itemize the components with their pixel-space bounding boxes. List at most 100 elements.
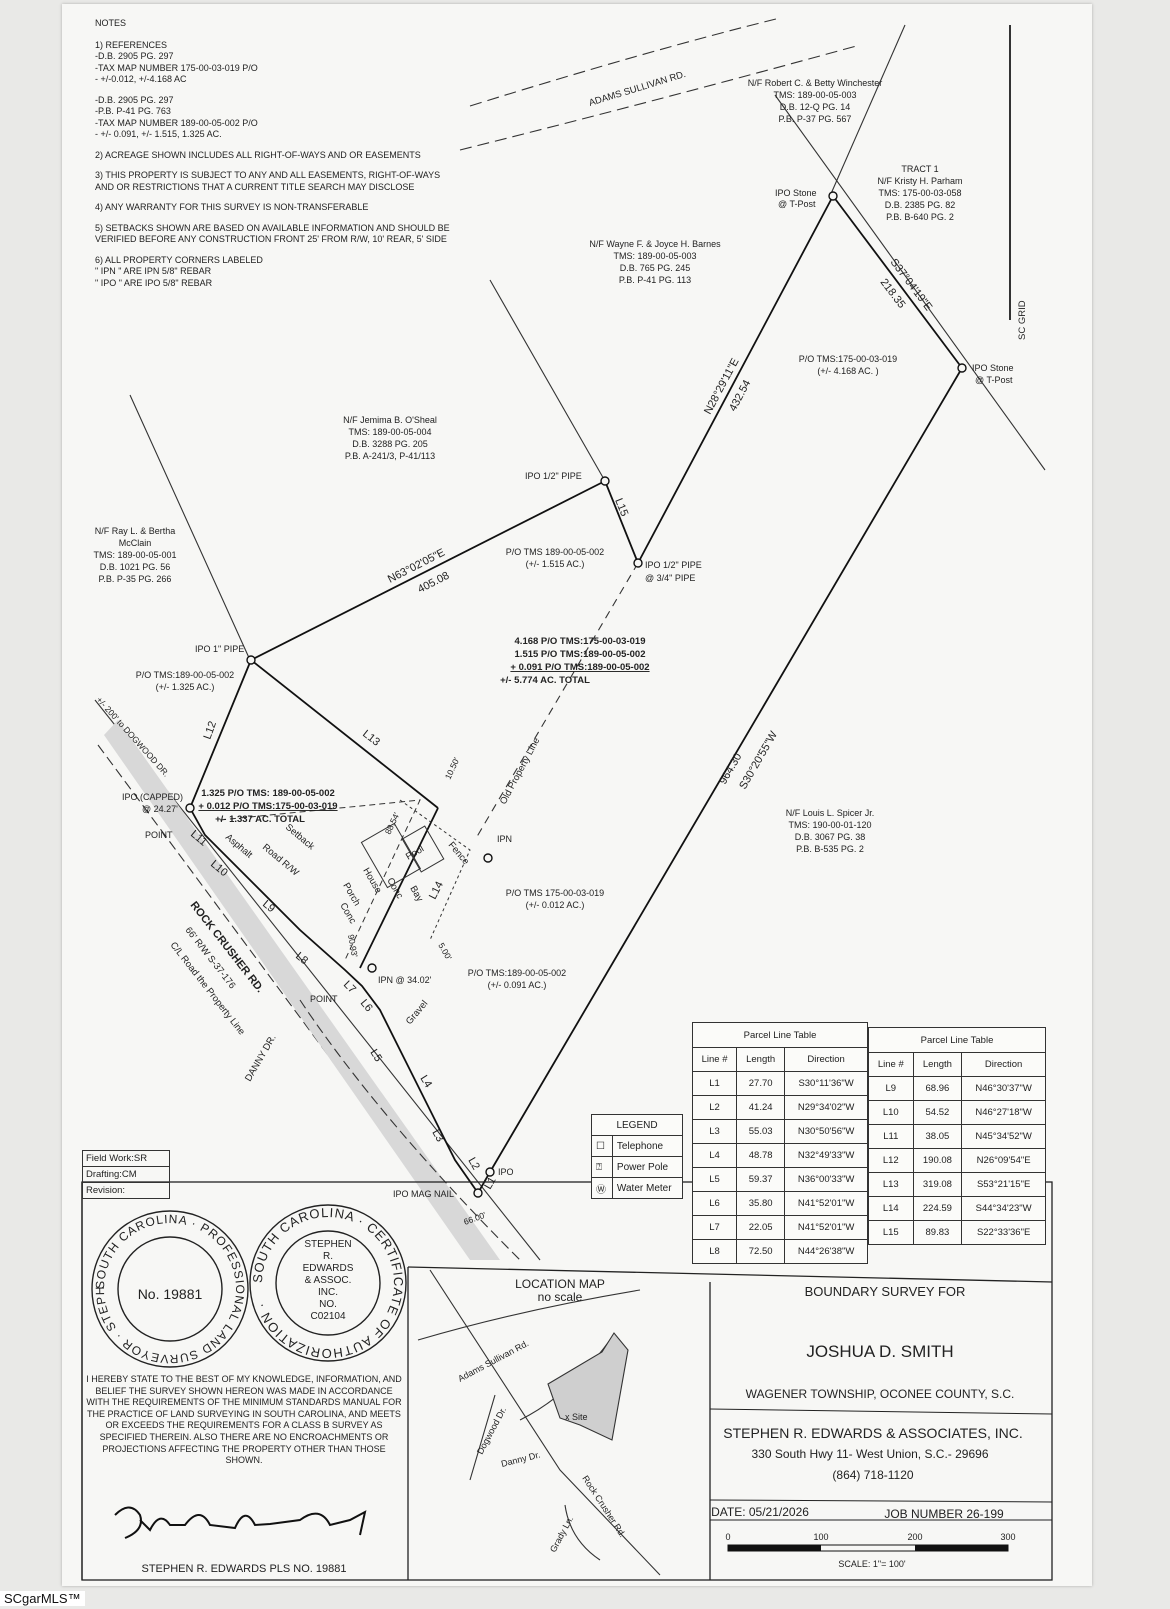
pool (401, 825, 445, 873)
table-cell: S22°33'36"E (961, 1220, 1046, 1245)
line-label-l13: L13 (360, 728, 382, 749)
table-cell: N30°50'56"W (784, 1119, 868, 1144)
table-cell: 55.03 (736, 1119, 786, 1144)
scale-tick-0: 0 (725, 1532, 730, 1542)
table-cell: L13 (868, 1172, 914, 1197)
loc-map-subtitle: no scale (538, 1290, 583, 1304)
table-cell: S44°34'23"W (961, 1196, 1046, 1221)
total-small-1: 1.325 P/O TMS: 189-00-05-002 (201, 788, 335, 799)
old-line-label: Old Property Line (498, 736, 542, 806)
parcel-line-table-left: Parcel Line Table Line # Length Directio… (691, 1022, 868, 1264)
table-cell: N29°34'02"W (784, 1095, 868, 1120)
corner-ipo-half-2 (633, 558, 643, 568)
corner-ipn (483, 853, 493, 863)
note-2: 2) ACREAGE SHOWN INCLUDES ALL RIGHT-OF-W… (95, 149, 421, 160)
boundary-l14 (359, 807, 439, 969)
table-cell: N45°34'52"W (961, 1124, 1046, 1149)
neighbor-spicer-3: D.B. 3067 PG. 38 (795, 832, 866, 842)
neighbor-mcclain-2: McClain (119, 538, 152, 548)
loc-map-danny: Danny Dr. (500, 1450, 541, 1469)
seal-2-line-2: R. (323, 1251, 333, 1262)
corner-ipo-stone-2 (957, 363, 967, 373)
total-small-3: +/- 1.337 AC. TOTAL (215, 814, 305, 825)
parcel-4168-2: (+/- 4.168 AC. ) (817, 366, 878, 376)
line-label-l14: L14 (427, 880, 446, 902)
road-label-road-rw: Road R/W (260, 842, 301, 879)
point-label-capped-b: @ 24.27' (142, 804, 178, 814)
neighbor-mcclain-3: TMS: 189-00-05-001 (93, 550, 176, 560)
neighbor-winchester-3: D.B. 12-Q PG. 14 (780, 102, 851, 112)
table-cell: 54.52 (912, 1100, 963, 1125)
corner-ipo-half-1 (600, 476, 610, 486)
point-label-point-1: POINT (145, 830, 173, 840)
corner-ipn-34 (367, 963, 377, 973)
neighbor-winchester-1: N/F Robert C. & Betty Winchester (748, 78, 883, 88)
line-label-l4: L4 (417, 1073, 434, 1090)
boundary-l13 (250, 659, 439, 809)
title-phone: (864) 718-1120 (832, 1468, 913, 1482)
neighbor-parham-5: P.B. B-640 PG. 2 (886, 212, 954, 222)
neighbor-barnes-3: D.B. 765 PG. 245 (620, 263, 691, 273)
adams-road-edge-2 (459, 44, 861, 151)
seal-2-line-5: INC. (318, 1287, 338, 1298)
bearing-n28-dist: 432.54 (727, 378, 753, 413)
point-label-stone-2: IPO Stone (972, 363, 1014, 373)
neighbor-line-osheal (129, 394, 251, 661)
neighbor-barnes-4: P.B. P-41 PG. 113 (619, 275, 691, 285)
point-label-half-2b: @ 3/4" PIPE (645, 573, 695, 583)
table-cell: 48.78 (736, 1143, 786, 1168)
telephone-icon: ☐ (591, 1135, 613, 1157)
total-big-4: +/- 5.774 AC. TOTAL (500, 675, 590, 686)
rock-road-fill (104, 720, 500, 1260)
point-label-ipo: IPO (498, 1167, 514, 1177)
loc-map-site (547, 1332, 629, 1441)
loc-map-title: LOCATION MAP (515, 1277, 605, 1291)
signature-printed: STEPHEN R. EDWARDS PLS NO. 19881 (142, 1563, 347, 1575)
neighbor-spicer-4: P.B. B-535 PG. 2 (796, 844, 864, 854)
point-label-half-2: IPO 1/2" PIPE (645, 560, 702, 570)
corner-mag-nail (473, 1188, 483, 1198)
road-label-setback: Setback (283, 822, 317, 853)
table-cell: N32°49'33"W (784, 1143, 868, 1168)
table-right-header: Length (912, 1052, 963, 1077)
setback-line (219, 799, 421, 961)
loc-map-road-dogwood (469, 1394, 496, 1481)
table-cell: L12 (868, 1148, 914, 1173)
line-label-l5: L5 (367, 1047, 384, 1064)
seal-1-number: No. 19881 (138, 1286, 203, 1302)
mls-watermark: SCgarMLS™ (0, 1591, 85, 1606)
table-cell: N26°09'54"E (961, 1148, 1046, 1173)
legend-title: LEGEND (591, 1114, 683, 1136)
title-location: WAGENER TOWNSHIP, OCONEE COUNTY, S.C. (746, 1387, 1015, 1401)
table-cell: 89.83 (912, 1220, 963, 1245)
point-label-ipn-34: IPN @ 34.02' (378, 975, 432, 985)
neighbor-mcclain-1: N/F Ray L. & Bertha (95, 526, 176, 536)
boundary-s30 (489, 367, 963, 1173)
table-cell: L5 (691, 1167, 738, 1192)
neighbor-parham-1: TRACT 1 (901, 164, 938, 174)
table-cell: L3 (691, 1119, 738, 1144)
line-label-l9: L9 (260, 898, 277, 915)
note-5: 5) SETBACKS SHOWN ARE BASED ON AVAILABLE… (95, 222, 450, 245)
fence-line (399, 799, 471, 941)
neighbor-parham-2: N/F Kristy H. Parham (877, 176, 962, 186)
loc-map-road-adams (417, 1289, 641, 1341)
table-cell: N41°52'01"W (784, 1191, 868, 1216)
title-firm: STEPHEN R. EDWARDS & ASSOCIATES, INC. (723, 1425, 1023, 1441)
signature (114, 1506, 367, 1539)
table-cell: 22.05 (736, 1215, 786, 1240)
notes-heading: NOTES (95, 18, 127, 28)
adams-road-edge (469, 17, 781, 107)
table-left-header: Length (736, 1047, 786, 1072)
loc-map-grady: Grady Ln. (548, 1514, 575, 1554)
point-label-stone-1b: @ T-Post (778, 199, 816, 209)
title-line-2 (709, 1499, 1053, 1503)
